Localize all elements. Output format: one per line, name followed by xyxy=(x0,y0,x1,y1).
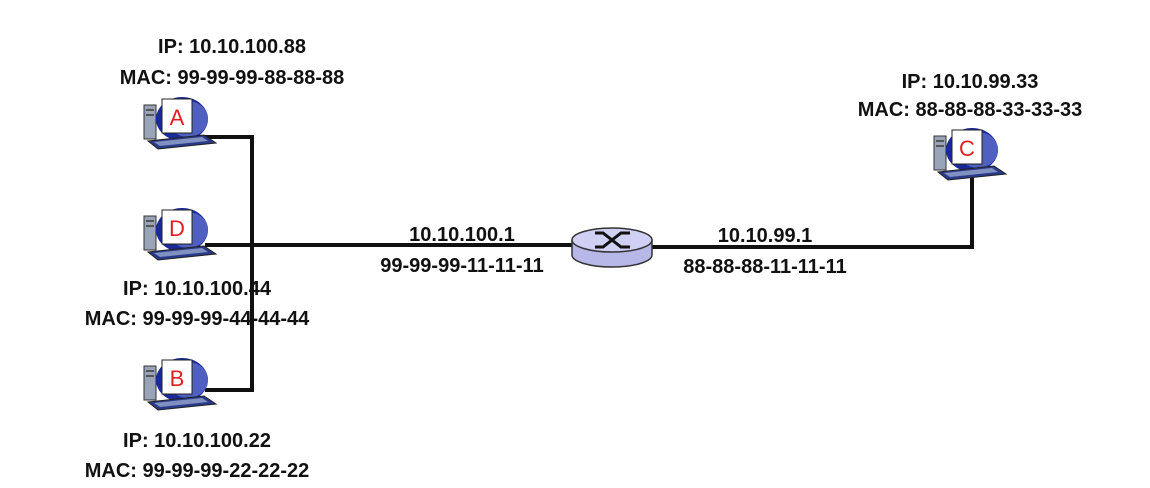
link-router-c xyxy=(652,175,974,249)
host-a[interactable]: A xyxy=(143,96,217,150)
router-right-mac: 88-88-88-11-11-11 xyxy=(683,256,846,278)
host-c-mac: MAC: 88-88-88-33-33-33 xyxy=(858,99,1083,121)
host-letter: C xyxy=(959,136,975,161)
router-right-ip: 10.10.99.1 xyxy=(718,225,813,247)
host-c[interactable]: C xyxy=(933,127,1007,181)
host-letter: D xyxy=(169,216,185,241)
router[interactable] xyxy=(571,227,653,268)
host-letter: B xyxy=(170,366,185,391)
links xyxy=(205,135,974,392)
host-a-mac: MAC: 99-99-99-88-88-88 xyxy=(120,67,345,89)
host-b-mac: MAC: 99-99-99-22-22-22 xyxy=(85,460,310,482)
host-c-ip: IP: 10.10.99.33 xyxy=(902,71,1039,93)
link-a-b-bus xyxy=(205,135,254,392)
router-left-mac: 99-99-99-11-11-11 xyxy=(380,255,543,277)
host-d[interactable]: D xyxy=(143,207,217,261)
router-crossover-icon xyxy=(595,231,630,249)
host-a-ip: IP: 10.10.100.88 xyxy=(158,36,306,58)
host-b-ip: IP: 10.10.100.22 xyxy=(123,430,271,452)
host-d-ip: IP: 10.10.100.44 xyxy=(123,278,272,300)
host-letter: A xyxy=(170,105,185,130)
router-left-ip: 10.10.100.1 xyxy=(409,224,515,246)
host-d-mac: MAC: 99-99-99-44-44-44 xyxy=(85,308,310,330)
host-b[interactable]: B xyxy=(143,357,217,411)
